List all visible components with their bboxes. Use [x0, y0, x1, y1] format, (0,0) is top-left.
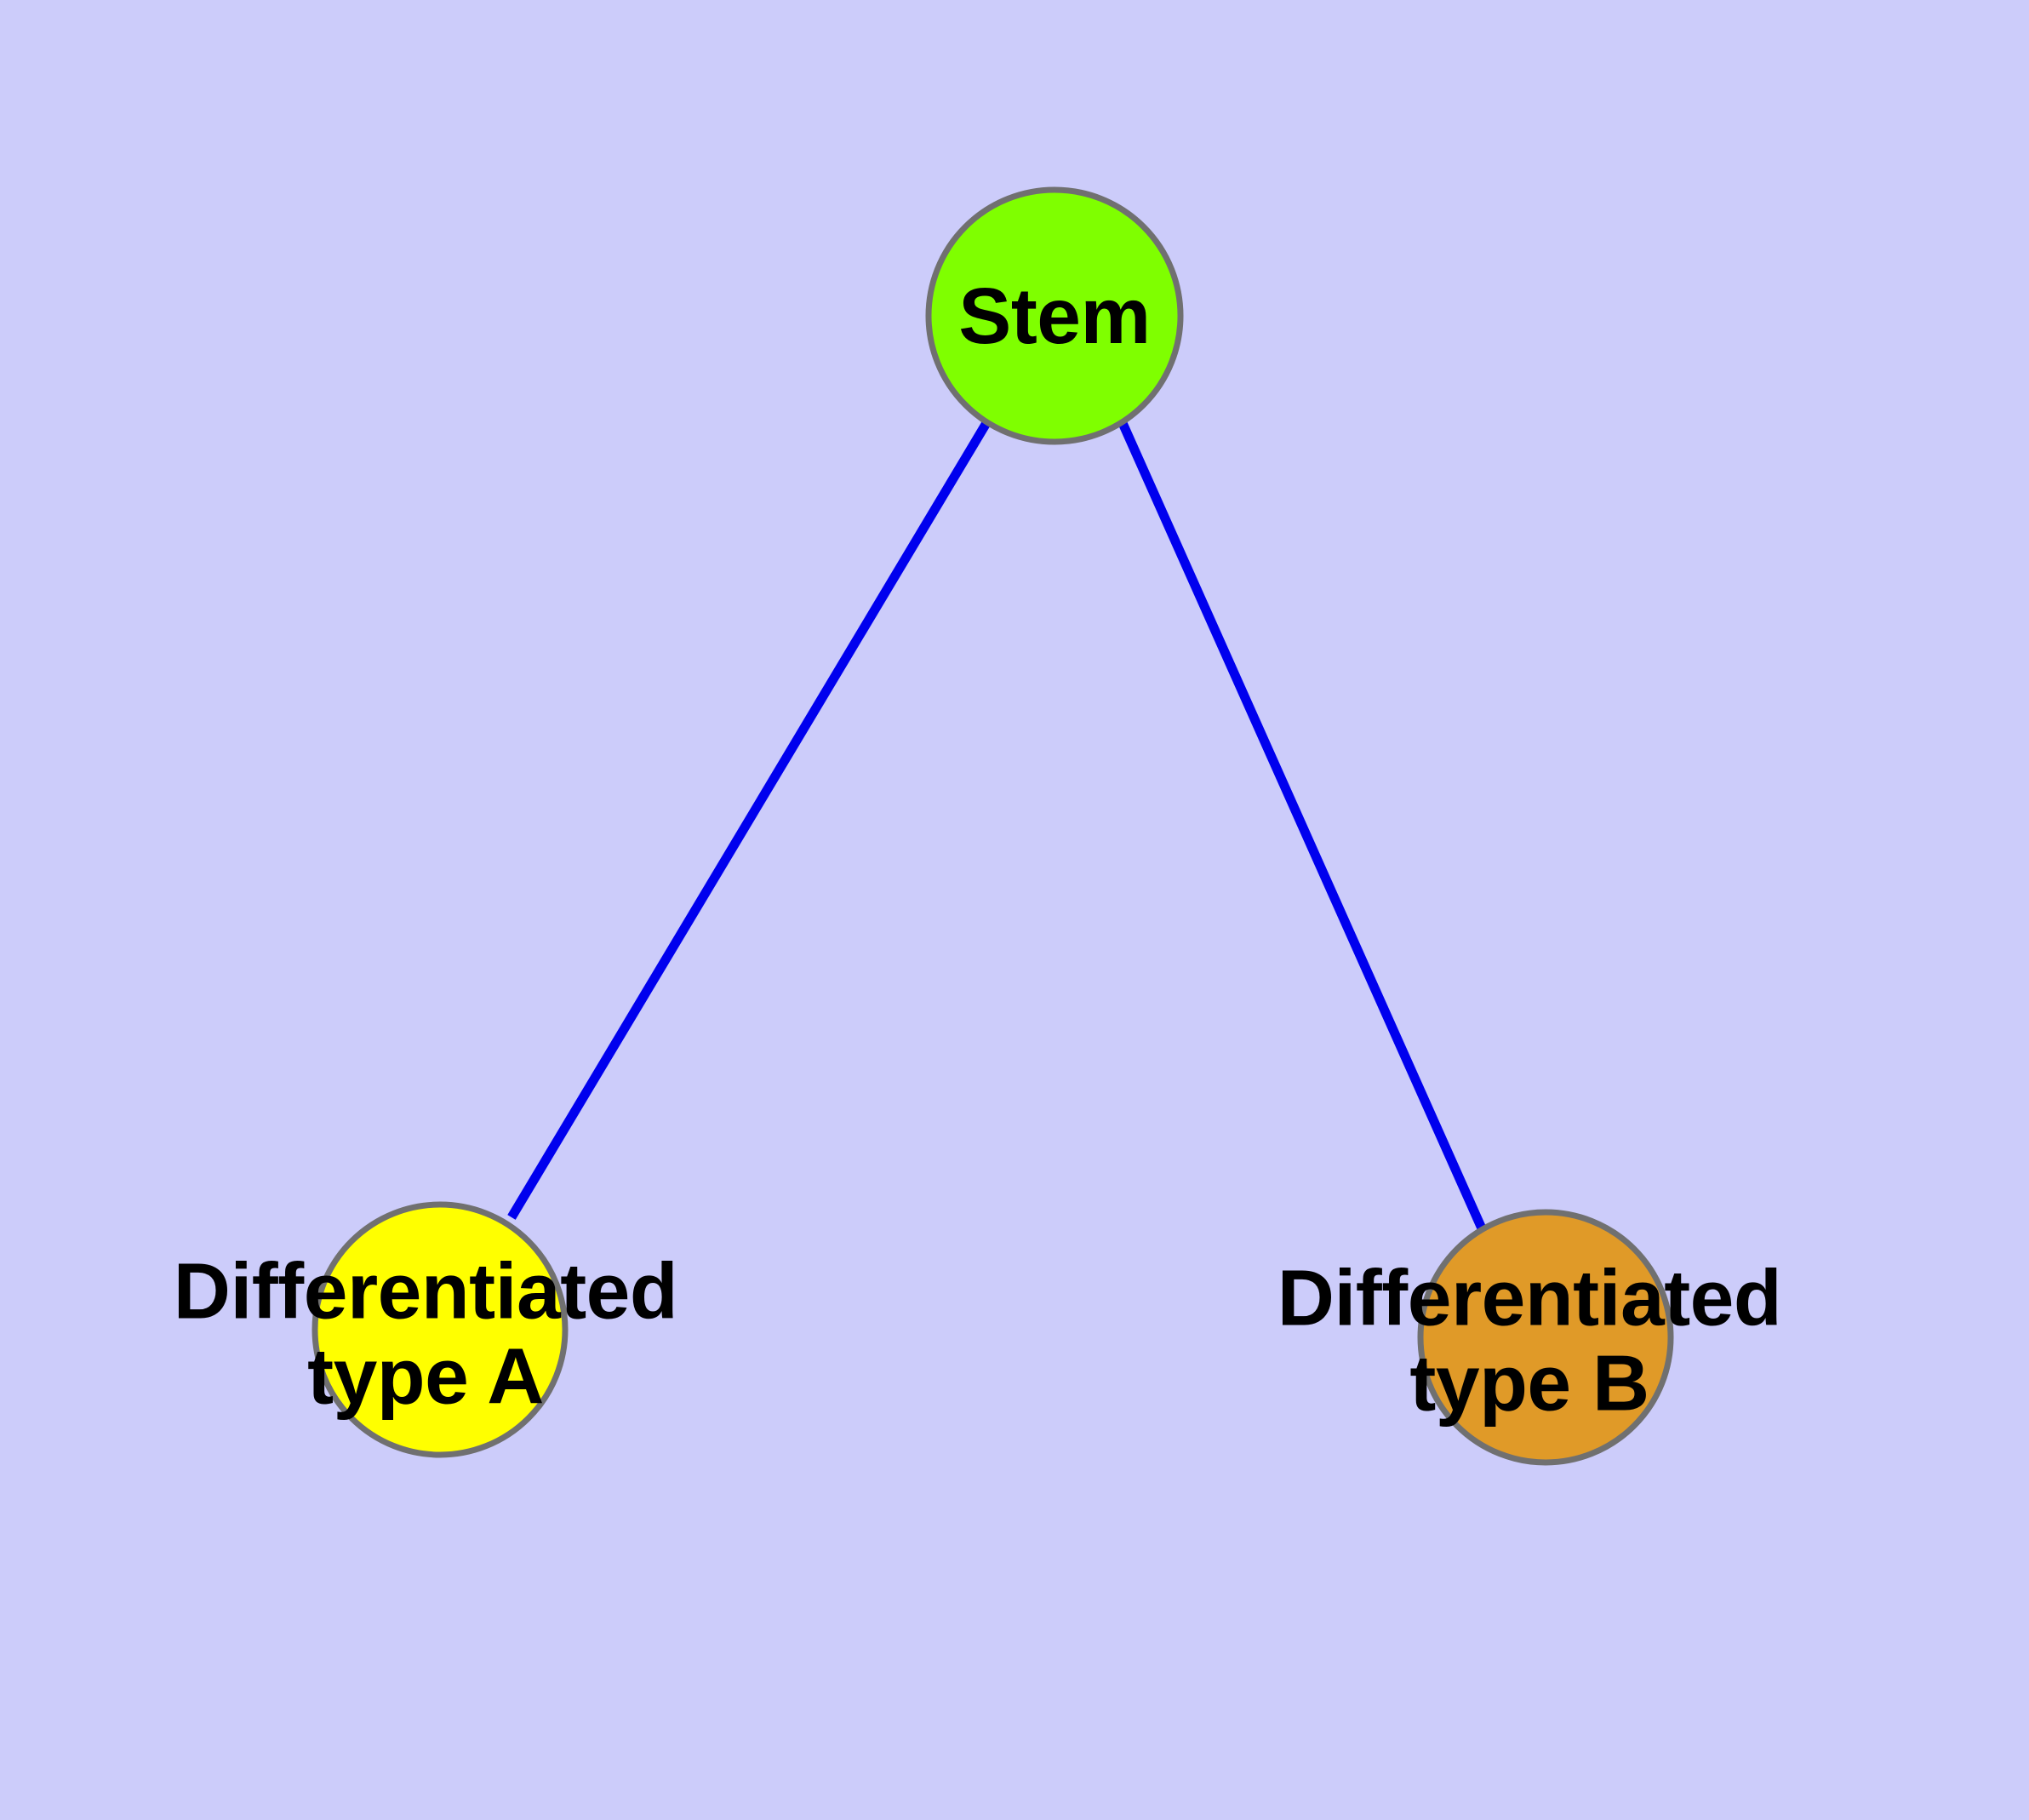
nodes-layer: [311, 186, 1674, 1466]
node-differentiated-type-b[interactable]: [1417, 1209, 1674, 1466]
edges-layer: [507, 421, 1487, 1231]
edge-stem-to-differentiated-b: [1117, 421, 1487, 1231]
edge-stem-to-differentiated-a: [507, 421, 991, 1220]
node-differentiated-type-a[interactable]: [311, 1201, 569, 1458]
node-stem[interactable]: [925, 186, 1184, 445]
